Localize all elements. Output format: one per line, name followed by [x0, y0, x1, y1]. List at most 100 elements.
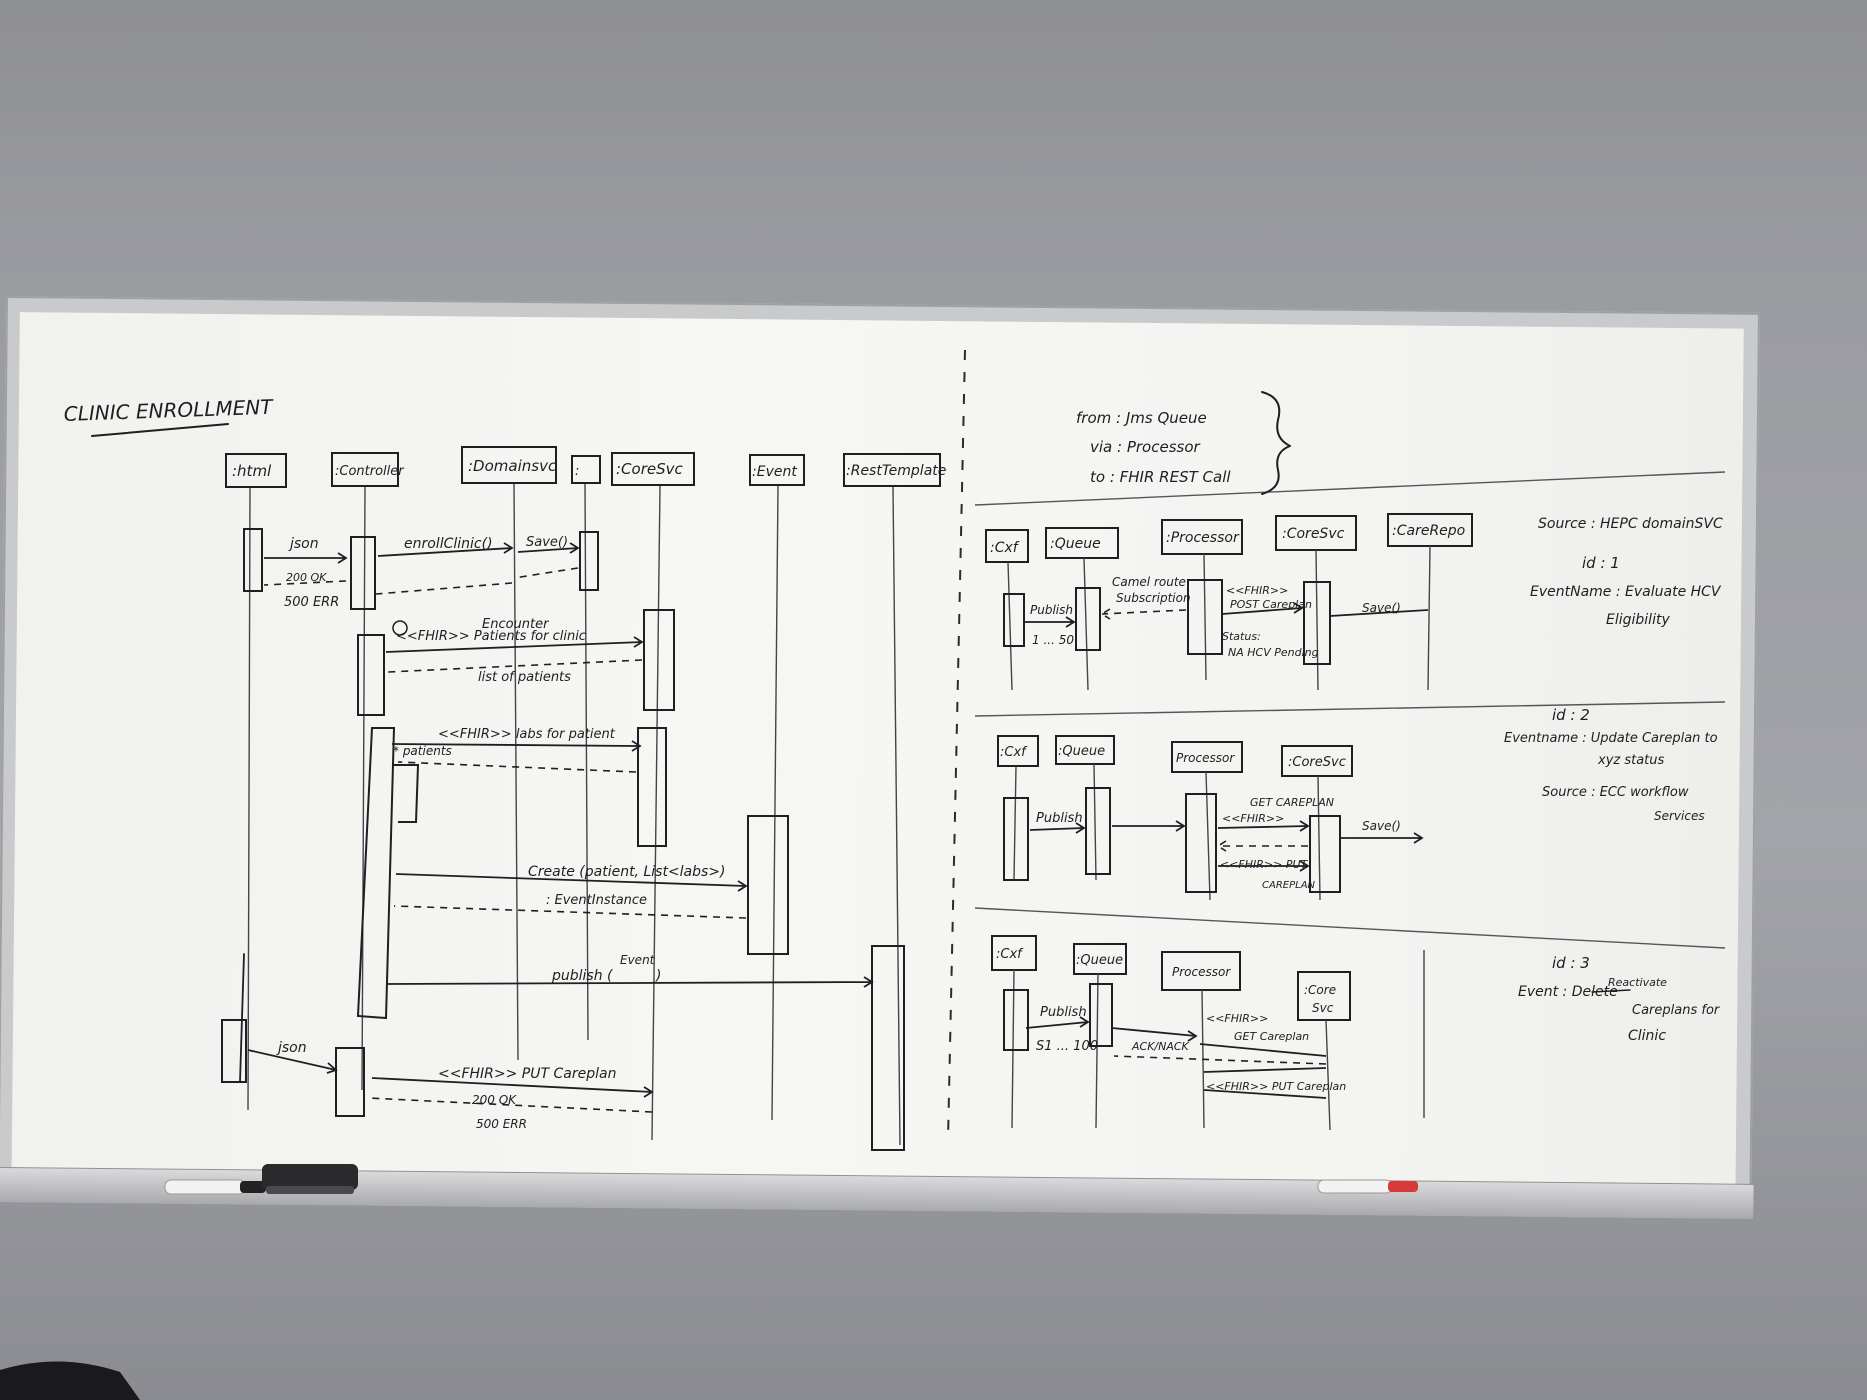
svg-text:id : 3: id : 3 [1552, 954, 1590, 972]
svg-text:Camel route: Camel route [1112, 575, 1186, 589]
svg-text::Event: :Event [752, 464, 797, 480]
svg-text:Publish: Publish [1030, 603, 1073, 617]
svg-text:Clinic: Clinic [1628, 1028, 1666, 1044]
svg-text:via : Processor: via : Processor [1090, 438, 1200, 456]
section2-messages: Publish GET CAREPLAN <<FHIR>> Save() <<F… [1029, 796, 1424, 891]
participant-domainsvc: :Domainsvc [461, 446, 557, 484]
svg-text::CoreSvc: :CoreSvc [1282, 526, 1345, 542]
svg-text:CAREPLAN: CAREPLAN [1262, 880, 1316, 891]
svg-text:1 ... 50: 1 ... 50 [1032, 633, 1074, 647]
svg-text::RestTemplate: :RestTemplate [846, 463, 946, 479]
svg-text:Source : ECC workflow: Source : ECC workflow [1542, 785, 1689, 800]
participant-html: :html [225, 453, 287, 488]
svg-text:Eligibility: Eligibility [1606, 612, 1670, 628]
svg-text::Processor: :Processor [1166, 530, 1240, 546]
svg-text::CareRepo: :CareRepo [1392, 523, 1465, 539]
title-underline [91, 423, 229, 437]
svg-text::Controller: :Controller [335, 464, 405, 479]
svg-text:Eventname : Update Careplan to: Eventname : Update Careplan to [1504, 731, 1718, 746]
left-messages: json enrollClinic() Save() 200 OK 500 ER… [239, 535, 874, 1131]
svg-text::: : [575, 464, 579, 479]
svg-text:<<FHIR>> PUT: <<FHIR>> PUT [1220, 858, 1309, 871]
svg-text::Cxf: :Cxf [990, 540, 1020, 556]
participant-controller: :Controller [331, 452, 405, 487]
marker-black [164, 1179, 266, 1195]
section-separator-1 [974, 701, 1726, 717]
chair-shadow [0, 1361, 140, 1400]
svg-text:to : FHIR REST Call: to : FHIR REST Call [1090, 468, 1231, 486]
svg-text::Queue: :Queue [1058, 744, 1105, 759]
svg-text:POST Careplan: POST Careplan [1230, 598, 1312, 611]
svg-text:Event : Delete: Event : Delete [1518, 984, 1618, 1000]
msg-publish-close: ) [655, 968, 661, 984]
svg-text:Careplans for: Careplans for [1632, 1003, 1721, 1018]
svg-text:S1 ... 100: S1 ... 100 [1036, 1039, 1098, 1054]
svg-text:<<FHIR>>: <<FHIR>> [1206, 1012, 1268, 1025]
msg-200ok-1: 200 OK [286, 571, 327, 584]
eraser-icon [262, 1164, 358, 1194]
msg-json-1: json [288, 536, 319, 552]
svg-text::CoreSvc: :CoreSvc [616, 460, 683, 478]
section-separator-2 [974, 907, 1726, 949]
msg-event-label: Event [620, 953, 656, 967]
diagram-title: CLINIC ENROLLMENT [63, 395, 274, 426]
svg-text:from : Jms Queue: from : Jms Queue [1076, 409, 1207, 427]
left-activations [221, 528, 905, 1151]
msg-encounter: Encounter [482, 617, 550, 632]
svg-text::Cxf: :Cxf [1000, 745, 1028, 760]
svg-text:<<FHIR>>: <<FHIR>> [1222, 812, 1284, 825]
section1-notes: Source : HEPC domainSVC id : 1 EventName… [1530, 516, 1723, 628]
svg-text:Publish: Publish [1040, 1005, 1087, 1020]
routing-note: from : Jms Queue via : Processor to : FH… [1076, 391, 1291, 495]
participant-small: : [571, 455, 601, 484]
msg-500err-1: 500 ERR [284, 595, 339, 610]
svg-text:id : 2: id : 2 [1552, 706, 1590, 724]
msg-put-careplan: <<FHIR>> PUT Careplan [438, 1066, 616, 1082]
svg-text:xyz status: xyz status [1597, 753, 1665, 768]
svg-text:Save(): Save() [1362, 601, 1401, 615]
svg-text:Processor: Processor [1176, 751, 1235, 765]
section1-lifelines [1003, 545, 1431, 691]
svg-text:EventName : Evaluate HCV: EventName : Evaluate HCV [1530, 584, 1722, 600]
msg-enrollclinic: enrollClinic() [404, 536, 493, 552]
msg-patients-loop: * patients [393, 744, 452, 758]
msg-eventinstance: : EventInstance [546, 893, 647, 908]
board-divider [947, 349, 966, 1141]
svg-text::Domainsvc: :Domainsvc [468, 457, 557, 475]
svg-text::Queue: :Queue [1050, 536, 1101, 552]
section3-notes: id : 3 Event : Delete Reactivate Carepla… [1518, 954, 1721, 1044]
section2-notes: id : 2 Eventname : Update Careplan to xy… [1504, 706, 1718, 823]
msg-fhir-labs: <<FHIR>> labs for patient [438, 727, 616, 742]
svg-text:GET Careplan: GET Careplan [1234, 1030, 1309, 1043]
msg-200ok-2: 200 OK [472, 1093, 517, 1107]
msg-list-patients: list of patients [478, 670, 571, 685]
svg-text:Status:: Status: [1222, 630, 1261, 643]
section2-lifelines [1003, 763, 1341, 901]
msg-create: Create (patient, List<labs>) [528, 864, 726, 880]
svg-text::html: :html [232, 462, 272, 480]
svg-text:Source : HEPC domainSVC: Source : HEPC domainSVC [1538, 516, 1723, 532]
svg-text:id : 1: id : 1 [1582, 554, 1620, 572]
svg-text:Save(): Save() [1362, 819, 1401, 833]
section3-participants: :Cxf :Queue Processor :Core Svc [991, 935, 1351, 1021]
svg-text:Reactivate: Reactivate [1608, 976, 1667, 989]
svg-text:Services: Services [1654, 809, 1705, 823]
section-separator-top [974, 471, 1726, 506]
svg-text:Publish: Publish [1036, 811, 1083, 826]
section1-messages: Publish 1 ... 50 Camel route Subscriptio… [1024, 575, 1429, 659]
svg-text:<<FHIR>> PUT Careplan: <<FHIR>> PUT Careplan [1206, 1080, 1346, 1093]
svg-text::Core: :Core [1304, 983, 1336, 997]
section1-participants: :Cxf :Queue :Processor :CoreSvc :CareRep… [985, 513, 1473, 563]
section3-lifelines [1003, 950, 1425, 1131]
msg-fhir-patients: <<FHIR>> Patients for clinic [396, 629, 586, 644]
participant-resttemplate: :RestTemplate [843, 453, 946, 487]
svg-text:<<FHIR>>: <<FHIR>> [1226, 584, 1288, 597]
left-lifelines [247, 483, 901, 1146]
svg-text:ACK/NACK: ACK/NACK [1131, 1040, 1190, 1053]
participant-coresvc: :CoreSvc [611, 452, 695, 486]
msg-json-2: json [276, 1040, 307, 1056]
svg-text::Cxf: :Cxf [996, 947, 1024, 962]
svg-text:Svc: Svc [1312, 1001, 1334, 1015]
svg-text:Subscription: Subscription [1116, 591, 1191, 605]
